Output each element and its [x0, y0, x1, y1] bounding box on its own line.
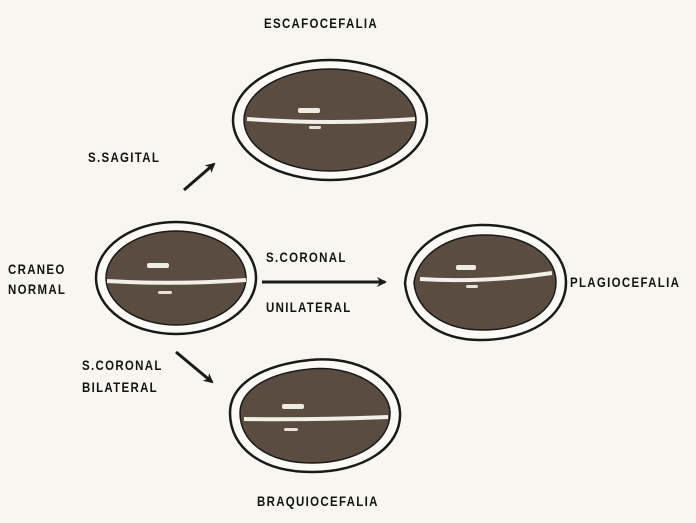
label-escafocefalia: ESCAFOCEFALIA: [264, 14, 378, 32]
label-craneo: CRANEO: [8, 260, 66, 278]
label-plagiocefalia: PLAGIOCEFALIA: [570, 273, 680, 291]
arrow-to-escafocefalia: [184, 164, 214, 190]
label-s-sagital: S.SAGITAL: [88, 148, 160, 166]
skull-escafocefalia: [233, 60, 427, 180]
label-braquiocefalia: BRAQUIOCEFALIA: [257, 492, 379, 510]
label-s-coronal: S.CORONAL: [266, 248, 347, 266]
label-normal: NORMAL: [8, 280, 66, 298]
skull-braquiocefalia: [230, 359, 400, 472]
label-bilateral: BILATERAL: [82, 378, 158, 396]
arrow-to-braquiocefalia: [176, 352, 212, 382]
skull-normal: [96, 222, 256, 334]
label-s-coronal-bilateral: S.CORONAL: [82, 356, 163, 374]
label-unilateral: UNILATERAL: [266, 298, 352, 316]
skull-plagiocefalia: [405, 225, 566, 340]
